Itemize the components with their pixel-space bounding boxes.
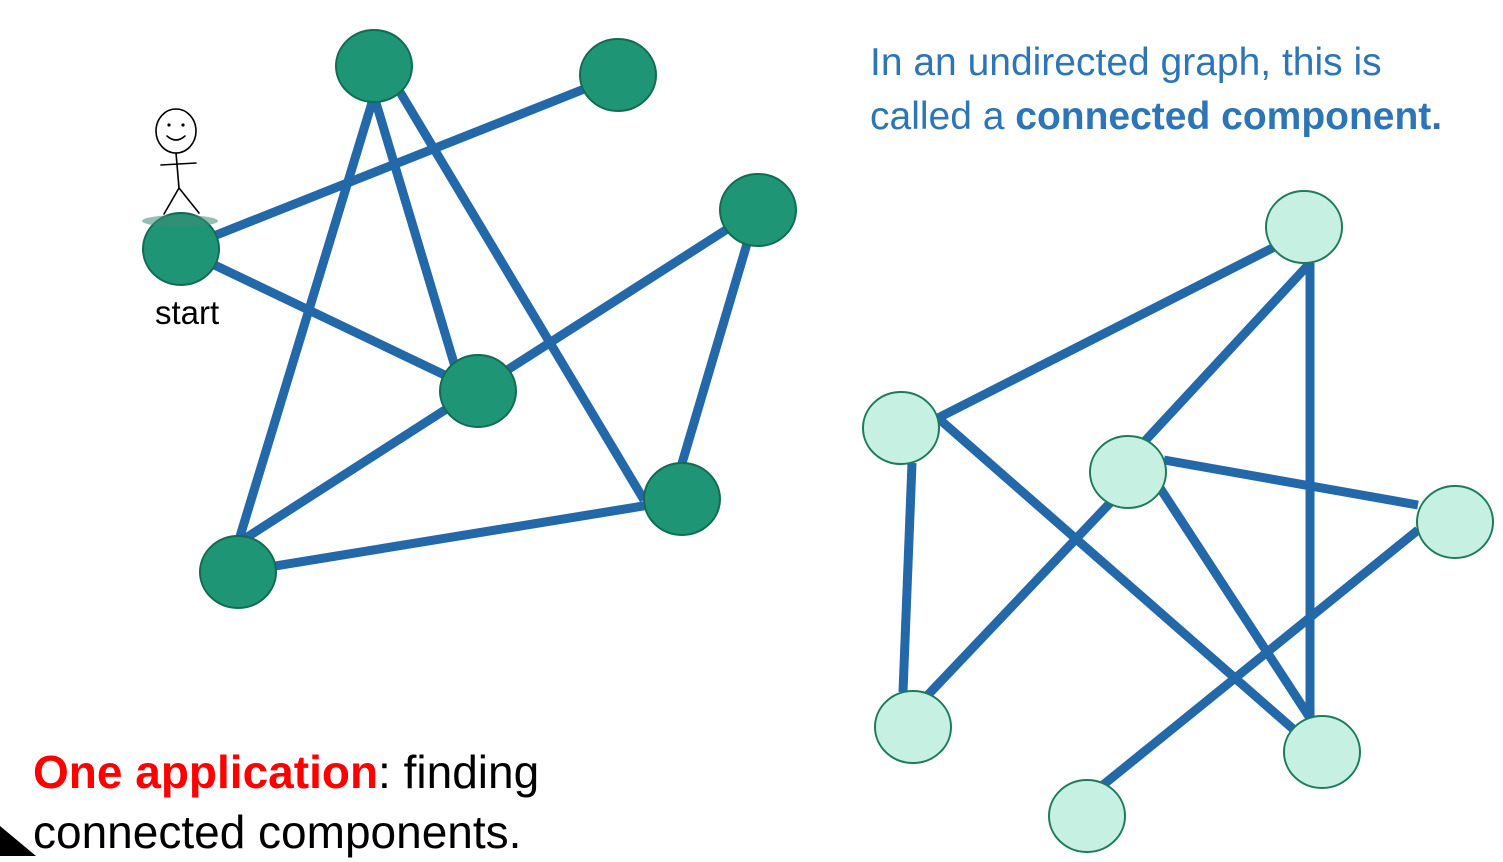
edge bbox=[1140, 259, 1314, 446]
edge bbox=[1100, 526, 1421, 789]
edge bbox=[237, 495, 681, 577]
edge bbox=[235, 386, 479, 547]
graph-node bbox=[579, 38, 657, 112]
graph-node bbox=[1265, 190, 1343, 264]
edge bbox=[675, 208, 762, 472]
left-component-edges bbox=[179, 71, 762, 577]
application-line-2: connected components. bbox=[33, 806, 522, 858]
edge bbox=[921, 499, 1114, 702]
application-rest: : finding bbox=[378, 746, 540, 798]
caption: In an undirected graph, this is called a… bbox=[870, 36, 1490, 144]
caption-line-2-prefix: called a bbox=[870, 95, 1016, 138]
caption-line-1: In an undirected graph, this is bbox=[870, 41, 1382, 84]
graph-node bbox=[1048, 779, 1126, 853]
edge bbox=[473, 206, 760, 394]
start-label: start bbox=[155, 294, 220, 331]
graph-node-start bbox=[142, 212, 220, 286]
caption-bold-term: connected component. bbox=[1015, 95, 1443, 138]
graph-node bbox=[199, 535, 277, 609]
graph-node bbox=[1416, 485, 1494, 559]
right-component-edges bbox=[898, 229, 1421, 789]
caption-line-2: called a connected component. bbox=[870, 90, 1490, 144]
corner-triangle-icon bbox=[0, 826, 36, 856]
left-component-nodes bbox=[142, 29, 797, 609]
edge bbox=[935, 229, 1303, 423]
application-highlight: One application bbox=[33, 746, 379, 798]
graph-node bbox=[335, 29, 413, 103]
graph-node bbox=[1089, 435, 1167, 509]
graph-node bbox=[1283, 715, 1361, 789]
application-line-1: One application: finding bbox=[33, 742, 733, 802]
edge bbox=[935, 414, 1303, 739]
right-component-nodes bbox=[862, 190, 1494, 853]
application-text: One application: finding connected compo… bbox=[33, 742, 733, 862]
edge bbox=[396, 89, 648, 503]
graph-node bbox=[719, 173, 797, 247]
graph-node bbox=[439, 354, 517, 428]
stick-figure-icon bbox=[142, 108, 218, 227]
edge bbox=[179, 71, 619, 254]
edge bbox=[1163, 455, 1419, 510]
graph-node bbox=[643, 462, 721, 536]
edge bbox=[898, 462, 917, 693]
edge bbox=[179, 244, 478, 395]
edge bbox=[233, 94, 379, 545]
edge bbox=[369, 94, 461, 372]
edge bbox=[1156, 485, 1314, 721]
graph-node bbox=[874, 690, 952, 764]
graph-node bbox=[862, 391, 940, 465]
